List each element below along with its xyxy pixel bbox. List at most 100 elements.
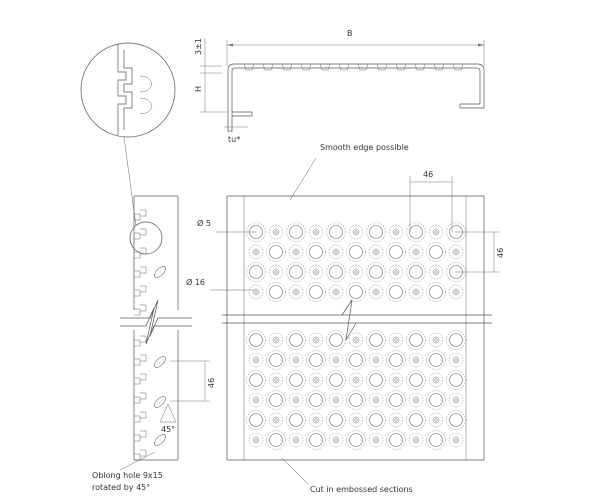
embossed-ring: [328, 352, 344, 368]
embossed-ring: [388, 412, 404, 428]
side-notch: [134, 251, 141, 259]
small-hole: [432, 228, 440, 236]
small-hole-center: [394, 378, 398, 382]
small-hole: [272, 416, 280, 424]
large-hole: [349, 433, 363, 447]
embossed-ring: [348, 224, 364, 240]
small-hole-center: [354, 378, 358, 382]
large-hole: [249, 265, 263, 279]
profile-bump: [395, 63, 407, 71]
small-hole-center: [254, 250, 258, 254]
side-notch: [134, 453, 141, 461]
embossed-ring: [308, 264, 324, 280]
cut-note-label: Cut in embossed sections: [310, 485, 413, 494]
embossed-ring: [448, 432, 464, 448]
large-hole: [329, 413, 343, 427]
small-hole-center: [294, 250, 298, 254]
embossed-ring: [266, 430, 286, 450]
large-hole: [369, 413, 383, 427]
large-hole: [329, 373, 343, 387]
embossed-ring: [388, 264, 404, 280]
side-notch: [134, 415, 141, 423]
embossed-ring: [306, 390, 326, 410]
small-hole: [352, 416, 360, 424]
large-hole: [329, 265, 343, 279]
embossed-ring: [388, 332, 404, 348]
small-hole-center: [334, 398, 338, 402]
embossed-ring: [268, 264, 284, 280]
small-hole: [272, 336, 280, 344]
embossed-ring: [246, 330, 266, 350]
small-hole: [292, 436, 300, 444]
small-hole-center: [434, 378, 438, 382]
oblong-note-line1: Oblong hole 9x15: [92, 471, 163, 480]
embossed-ring: [366, 330, 386, 350]
embossed-ring: [288, 392, 304, 408]
small-hole-center: [354, 338, 358, 342]
oblong-hole: [154, 266, 166, 278]
large-hole: [429, 393, 443, 407]
small-hole-center: [374, 290, 378, 294]
small-hole-center: [434, 418, 438, 422]
small-hole-center: [394, 270, 398, 274]
oblong-hole: [154, 434, 166, 446]
large-hole: [389, 353, 403, 367]
large-hole: [309, 353, 323, 367]
embossed-ring: [286, 222, 306, 242]
embossed-ring: [286, 410, 306, 430]
small-hole: [272, 228, 280, 236]
embossed-ring: [248, 432, 264, 448]
embossed-ring: [368, 432, 384, 448]
large-hole: [249, 413, 263, 427]
embossed-ring: [386, 430, 406, 450]
embossed-ring: [348, 332, 364, 348]
small-hole-center: [374, 398, 378, 402]
embossed-ring: [266, 350, 286, 370]
embossed-ring: [386, 390, 406, 410]
profile-bump: [338, 63, 350, 71]
small-hole-center: [314, 418, 318, 422]
small-hole: [372, 396, 380, 404]
small-hole-center: [274, 230, 278, 234]
embossed-ring: [266, 242, 286, 262]
small-hole-center: [354, 418, 358, 422]
embossed-ring: [406, 330, 426, 350]
oblong-hole: [154, 396, 166, 408]
large-hole: [449, 413, 463, 427]
small-hole: [312, 336, 320, 344]
embossed-ring: [326, 330, 346, 350]
large-hole: [289, 265, 303, 279]
side-notch: [134, 213, 141, 221]
dim-b-label: B: [347, 29, 353, 38]
small-hole-center: [294, 358, 298, 362]
large-hole: [269, 353, 283, 367]
embossed-ring: [326, 262, 346, 282]
embossed-ring: [426, 430, 446, 450]
small-hole-center: [454, 438, 458, 442]
small-hole-center: [334, 438, 338, 442]
small-hole: [312, 416, 320, 424]
embossed-ring: [328, 432, 344, 448]
embossed-ring: [408, 352, 424, 368]
embossed-ring: [268, 332, 284, 348]
dim-46-side-label: 46: [207, 378, 216, 388]
large-hole: [409, 413, 423, 427]
small-hole: [252, 396, 260, 404]
embossed-ring: [368, 244, 384, 260]
small-hole: [432, 268, 440, 276]
embossed-ring: [268, 412, 284, 428]
embossed-ring: [246, 410, 266, 430]
side-notch: [134, 308, 141, 316]
small-hole-center: [354, 230, 358, 234]
small-hole: [452, 396, 460, 404]
small-hole: [412, 436, 420, 444]
side-notch: [134, 232, 141, 240]
profile-view: B 3±1 H tu*: [194, 29, 485, 144]
small-hole: [312, 376, 320, 384]
small-hole-center: [274, 270, 278, 274]
small-hole: [452, 248, 460, 256]
small-hole-center: [454, 398, 458, 402]
small-hole-center: [394, 338, 398, 342]
side-notch: [134, 339, 141, 347]
small-hole: [332, 396, 340, 404]
